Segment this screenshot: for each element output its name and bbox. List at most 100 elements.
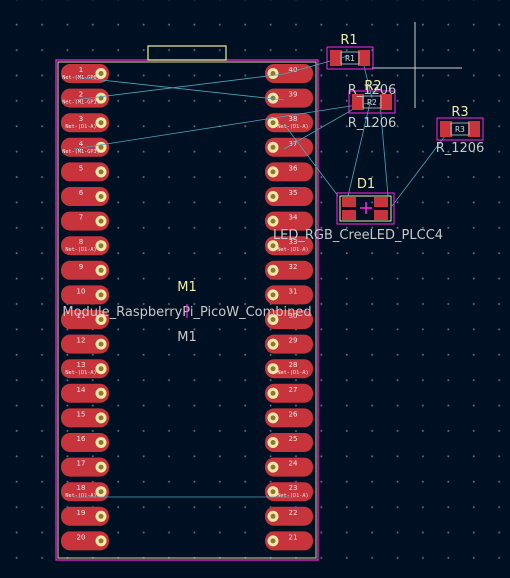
pin-number: 33 xyxy=(289,238,298,246)
r2-reference: R2 xyxy=(364,79,381,94)
r1-fab-label: R1 xyxy=(345,54,355,63)
pin-35[interactable]: 35 xyxy=(265,187,313,206)
pin-number: 23 xyxy=(289,484,298,492)
pin-17[interactable]: 17 xyxy=(61,457,109,477)
pin-number: 26 xyxy=(289,410,298,418)
pin-number: 10 xyxy=(77,287,86,295)
pin-25[interactable]: 25 xyxy=(265,433,313,452)
pin-number: 40 xyxy=(289,66,298,74)
r1-value: R_1206 xyxy=(348,83,397,98)
pin-31[interactable]: 31 xyxy=(265,285,313,305)
pin-30[interactable]: 30 xyxy=(265,310,313,329)
pin-36[interactable]: 36 xyxy=(265,162,313,182)
pin-net: Net-(D1-A) xyxy=(65,247,96,253)
pin-number: 4 xyxy=(79,140,84,148)
pin-number: 24 xyxy=(289,460,298,468)
pin-number: 25 xyxy=(289,435,298,443)
pin-number: 31 xyxy=(289,287,298,295)
pin-number: 34 xyxy=(289,214,298,222)
pin-net: Net-(M1-GP1) xyxy=(62,100,99,106)
r3-reference: R3 xyxy=(451,105,468,120)
pin-number: 19 xyxy=(77,509,86,517)
pin-26[interactable]: 26 xyxy=(265,408,313,428)
pin-number: 29 xyxy=(289,337,298,345)
pin-number: 17 xyxy=(77,460,86,468)
pin-net: Net-(D1-A) xyxy=(277,247,308,253)
pin-number: 8 xyxy=(79,238,83,246)
pin-number: 6 xyxy=(79,189,84,197)
pin-9[interactable]: 9 xyxy=(61,260,109,280)
pin-number: 22 xyxy=(289,509,298,517)
pin-5[interactable]: 5 xyxy=(61,162,109,182)
pin-number: 13 xyxy=(77,361,86,369)
pin-number: 18 xyxy=(77,484,86,492)
d1-value: LED_RGB_CreeLED_PLCC4 xyxy=(273,228,443,243)
pin-40[interactable]: 40 xyxy=(265,64,313,83)
pin-net: Net-(D1-A) xyxy=(65,370,96,376)
pin-net: Net-(D1-A) xyxy=(277,124,308,130)
pin-net: Net-(D1-A) xyxy=(277,370,308,376)
pin-15[interactable]: 15 xyxy=(61,408,109,428)
module-footprint[interactable]: 1Net-(M1-GP0)2Net-(M1-GP1)3Net-(D1-A)4Ne… xyxy=(55,45,319,561)
resistor-r1[interactable]: R1 R1 xyxy=(326,33,374,70)
pin-22[interactable]: 22 xyxy=(265,506,313,526)
led-d1[interactable]: D1 LED_RGB_CreeLED_PLCC4 xyxy=(273,177,443,243)
pin-number: 5 xyxy=(79,164,83,172)
r3-fab-label: R3 xyxy=(455,125,465,134)
pin-10[interactable]: 10 xyxy=(61,285,109,305)
pin-14[interactable]: 14 xyxy=(61,383,109,403)
pin-number: 30 xyxy=(289,312,298,320)
module-silkscreen xyxy=(57,61,317,559)
pin-20[interactable]: 20 xyxy=(61,531,109,551)
pin-number: 28 xyxy=(289,361,298,369)
pin-27[interactable]: 27 xyxy=(265,383,313,403)
pin-number: 38 xyxy=(289,115,298,123)
pin-number: 32 xyxy=(289,263,298,271)
pin-net: Net-(D1-A) xyxy=(65,124,96,130)
pin-number: 36 xyxy=(289,164,298,172)
pin-39[interactable]: 39 xyxy=(265,88,313,108)
pin-29[interactable]: 29 xyxy=(265,334,313,354)
usb-connector-outline xyxy=(147,45,227,61)
cursor-crosshair xyxy=(372,22,462,108)
pin-34[interactable]: 34 xyxy=(265,211,313,231)
module-reference: M1 xyxy=(177,280,197,295)
pin-16[interactable]: 16 xyxy=(61,433,109,452)
pin-21[interactable]: 21 xyxy=(265,531,313,551)
pin-number: 35 xyxy=(289,189,298,197)
pin-number: 11 xyxy=(77,312,86,320)
pin-6[interactable]: 6 xyxy=(61,187,109,206)
pin-11[interactable]: 11 xyxy=(61,310,109,329)
pin-number: 9 xyxy=(79,263,83,271)
pin-net: Net-(M1-GP3) xyxy=(62,149,99,155)
r2-fab-label: R2 xyxy=(367,98,377,107)
pin-32[interactable]: 32 xyxy=(265,260,313,280)
pin-number: 20 xyxy=(77,533,86,541)
pin-number: 2 xyxy=(79,91,83,99)
pin-number: 12 xyxy=(77,337,86,345)
r2-value: R_1206 xyxy=(348,116,397,131)
pin-number: 7 xyxy=(79,214,83,222)
module-reference-fab: M1 xyxy=(177,330,197,345)
pin-net: Net-(D1-A) xyxy=(277,493,308,499)
resistor-r3[interactable]: R3 R3 R_1206 xyxy=(436,105,485,156)
right-pin-column: 403938Net-(D1-A)3736353433Net-(D1-A)3231… xyxy=(265,64,313,551)
pin-37[interactable]: 37 xyxy=(265,137,313,157)
pin-19[interactable]: 19 xyxy=(61,506,109,526)
pin-7[interactable]: 7 xyxy=(61,211,109,231)
pin-12[interactable]: 12 xyxy=(61,334,109,354)
resistor-r2[interactable]: R2 R2 R_1206 R_1206 xyxy=(348,79,397,131)
pin-number: 16 xyxy=(77,435,86,443)
pin-24[interactable]: 24 xyxy=(265,457,313,477)
